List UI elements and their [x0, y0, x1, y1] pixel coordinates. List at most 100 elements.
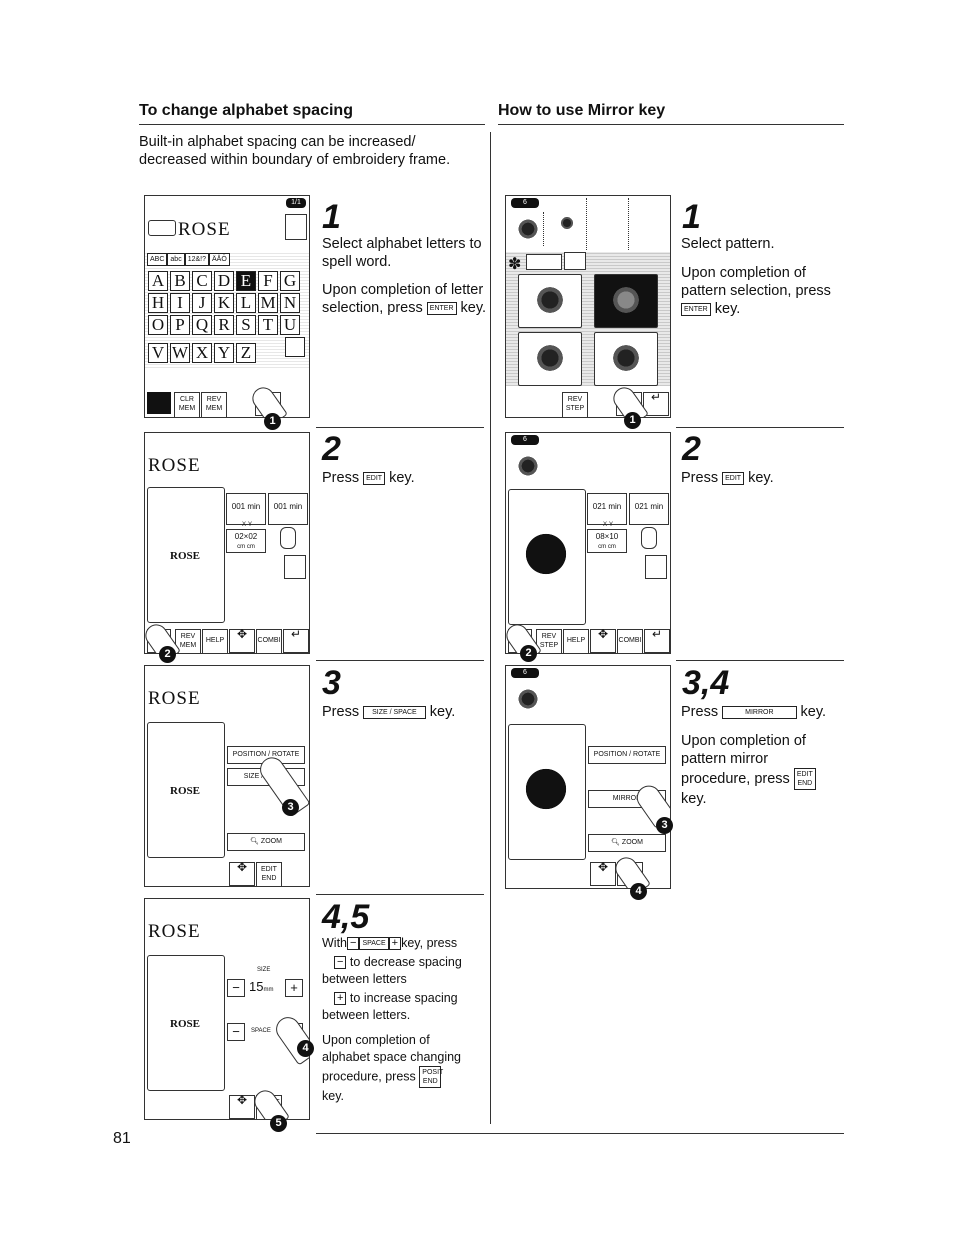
with-pre: With — [322, 936, 347, 950]
plus-key-icon: + — [334, 992, 347, 1006]
size-readout: 15mm — [249, 979, 273, 994]
callout-badge: 5 — [270, 1115, 287, 1132]
letter-key[interactable]: S — [236, 315, 256, 335]
letter-key[interactable]: T — [258, 315, 278, 335]
letter-key[interactable]: X — [192, 343, 212, 363]
letter-key[interactable]: W — [170, 343, 190, 363]
space-minus-button[interactable]: − — [227, 1023, 245, 1041]
letter-key[interactable]: P — [170, 315, 190, 335]
callout-badge: 1 — [624, 412, 641, 429]
step-text: With−SPACE+key, press − to decrease spac… — [322, 935, 492, 1105]
size-unit: cm cm — [237, 544, 255, 550]
step-number: 3,4 — [682, 664, 730, 702]
move-icon[interactable]: ✥ — [229, 1094, 255, 1119]
step-text-pre: Upon completion of letter selection, pre… — [322, 282, 484, 316]
page-indicator: 1/1 — [286, 198, 306, 208]
edit-end-button[interactable]: EDIT END — [256, 862, 282, 886]
needle-icon — [280, 527, 296, 549]
completion-line: Upon completion of alphabet space changi… — [322, 1032, 462, 1105]
letter-key[interactable]: I — [170, 293, 190, 313]
move-icon[interactable]: ✥ — [229, 628, 255, 653]
help-button[interactable]: HELP — [202, 629, 228, 653]
letter-key-selected[interactable]: E — [236, 271, 256, 291]
tab-accents[interactable]: ÄÅÖ — [209, 253, 230, 266]
letter-key[interactable]: V — [148, 343, 168, 363]
trash-icon[interactable] — [645, 555, 667, 579]
letter-key[interactable]: O — [148, 315, 168, 335]
left-heading-rule — [139, 124, 485, 125]
step-text: Press EDIT key. — [322, 469, 415, 487]
zoom-button[interactable]: 🔍︎ ZOOM — [227, 833, 305, 851]
category-tab[interactable] — [564, 252, 586, 270]
plus-button[interactable]: + — [285, 979, 303, 997]
mirror-key-icon: MIRROR — [722, 705, 797, 719]
category-tab[interactable] — [526, 254, 562, 270]
rev-step-button[interactable]: REV STEP — [562, 392, 588, 417]
edit-key-icon: EDIT — [722, 471, 745, 485]
letter-key[interactable]: J — [192, 293, 212, 313]
letter-key[interactable]: G — [280, 271, 300, 291]
letter-key[interactable]: F — [258, 271, 278, 291]
move-icon[interactable]: ✥ — [590, 628, 616, 653]
letter-key[interactable]: C — [192, 271, 212, 291]
completion-pre: Upon completion of alphabet space changi… — [322, 1033, 462, 1084]
pattern-thumb[interactable] — [518, 274, 582, 328]
preview-text: ROSE — [170, 1018, 200, 1030]
combi-button[interactable]: COMBI — [256, 629, 282, 653]
letter-key[interactable]: N — [280, 293, 300, 313]
letter-key[interactable]: Y — [214, 343, 234, 363]
minus-key-icon: − — [334, 956, 347, 970]
trash-icon[interactable] — [284, 555, 306, 579]
zoom-label: ZOOM — [260, 838, 282, 845]
minus-button[interactable]: − — [227, 979, 245, 997]
letter-key[interactable]: B — [170, 271, 190, 291]
space-key[interactable] — [285, 337, 305, 357]
letter-key[interactable]: M — [258, 293, 278, 313]
screen-title: ROSE — [148, 455, 201, 476]
enter-key-icon: ENTER — [426, 301, 457, 315]
zoom-icon: 🔍︎ — [250, 838, 259, 845]
letter-key[interactable]: A — [148, 271, 168, 291]
move-icon[interactable]: ✥ — [229, 861, 255, 886]
pattern-thumb[interactable] — [594, 332, 658, 386]
return-icon[interactable]: ↵ — [644, 628, 670, 653]
letter-key[interactable]: Q — [192, 315, 212, 335]
combi-button[interactable]: COMBI — [617, 629, 643, 653]
rev-mem-button[interactable]: REV MEM — [201, 392, 227, 417]
return-icon[interactable]: ↵ — [283, 628, 309, 653]
step-number: 2 — [322, 430, 341, 468]
finger-pointer-icon — [271, 1012, 309, 1066]
tab-symbols[interactable]: 12&!? — [184, 253, 209, 266]
letter-key[interactable]: D — [214, 271, 234, 291]
pattern-thumb[interactable] — [518, 332, 582, 386]
tab-abc[interactable]: abc — [167, 253, 185, 266]
help-button[interactable]: HELP — [563, 629, 589, 653]
clr-mem-button[interactable]: CLR MEM — [174, 392, 200, 417]
page-indicator: 6 — [511, 435, 539, 445]
posit-end-key-icon: POSIT END — [419, 1066, 443, 1088]
step-number: 4,5 — [322, 898, 370, 936]
callout-badge: 3 — [656, 817, 673, 834]
time-display-2: 001 min — [268, 493, 308, 525]
letter-key[interactable]: K — [214, 293, 234, 313]
letter-key[interactable]: L — [236, 293, 256, 313]
flower-icon: ✽ — [508, 256, 522, 273]
inc-text: to increase spacing between letters. — [322, 991, 458, 1022]
page-number: 81 — [113, 1130, 131, 1147]
move-icon[interactable]: ✥ — [590, 861, 616, 886]
pattern-thumb-selected[interactable] — [594, 274, 658, 328]
size-value: 02×02 — [234, 532, 258, 541]
step-text-pre: Press — [681, 704, 719, 720]
zoom-button[interactable]: 🔍︎ ZOOM — [588, 834, 666, 852]
tab-ABC[interactable]: ABC — [147, 253, 168, 266]
letter-key[interactable]: U — [280, 315, 300, 335]
step-number: 1 — [322, 198, 341, 236]
right-heading: How to use Mirror key — [498, 102, 666, 119]
note-icon — [285, 214, 307, 240]
zoom-label: ZOOM — [621, 839, 643, 846]
position-rotate-button[interactable]: POSITION / ROTATE — [588, 746, 666, 764]
letter-key[interactable]: R — [214, 315, 234, 335]
letter-key[interactable]: H — [148, 293, 168, 313]
letter-key[interactable]: Z — [236, 343, 256, 363]
